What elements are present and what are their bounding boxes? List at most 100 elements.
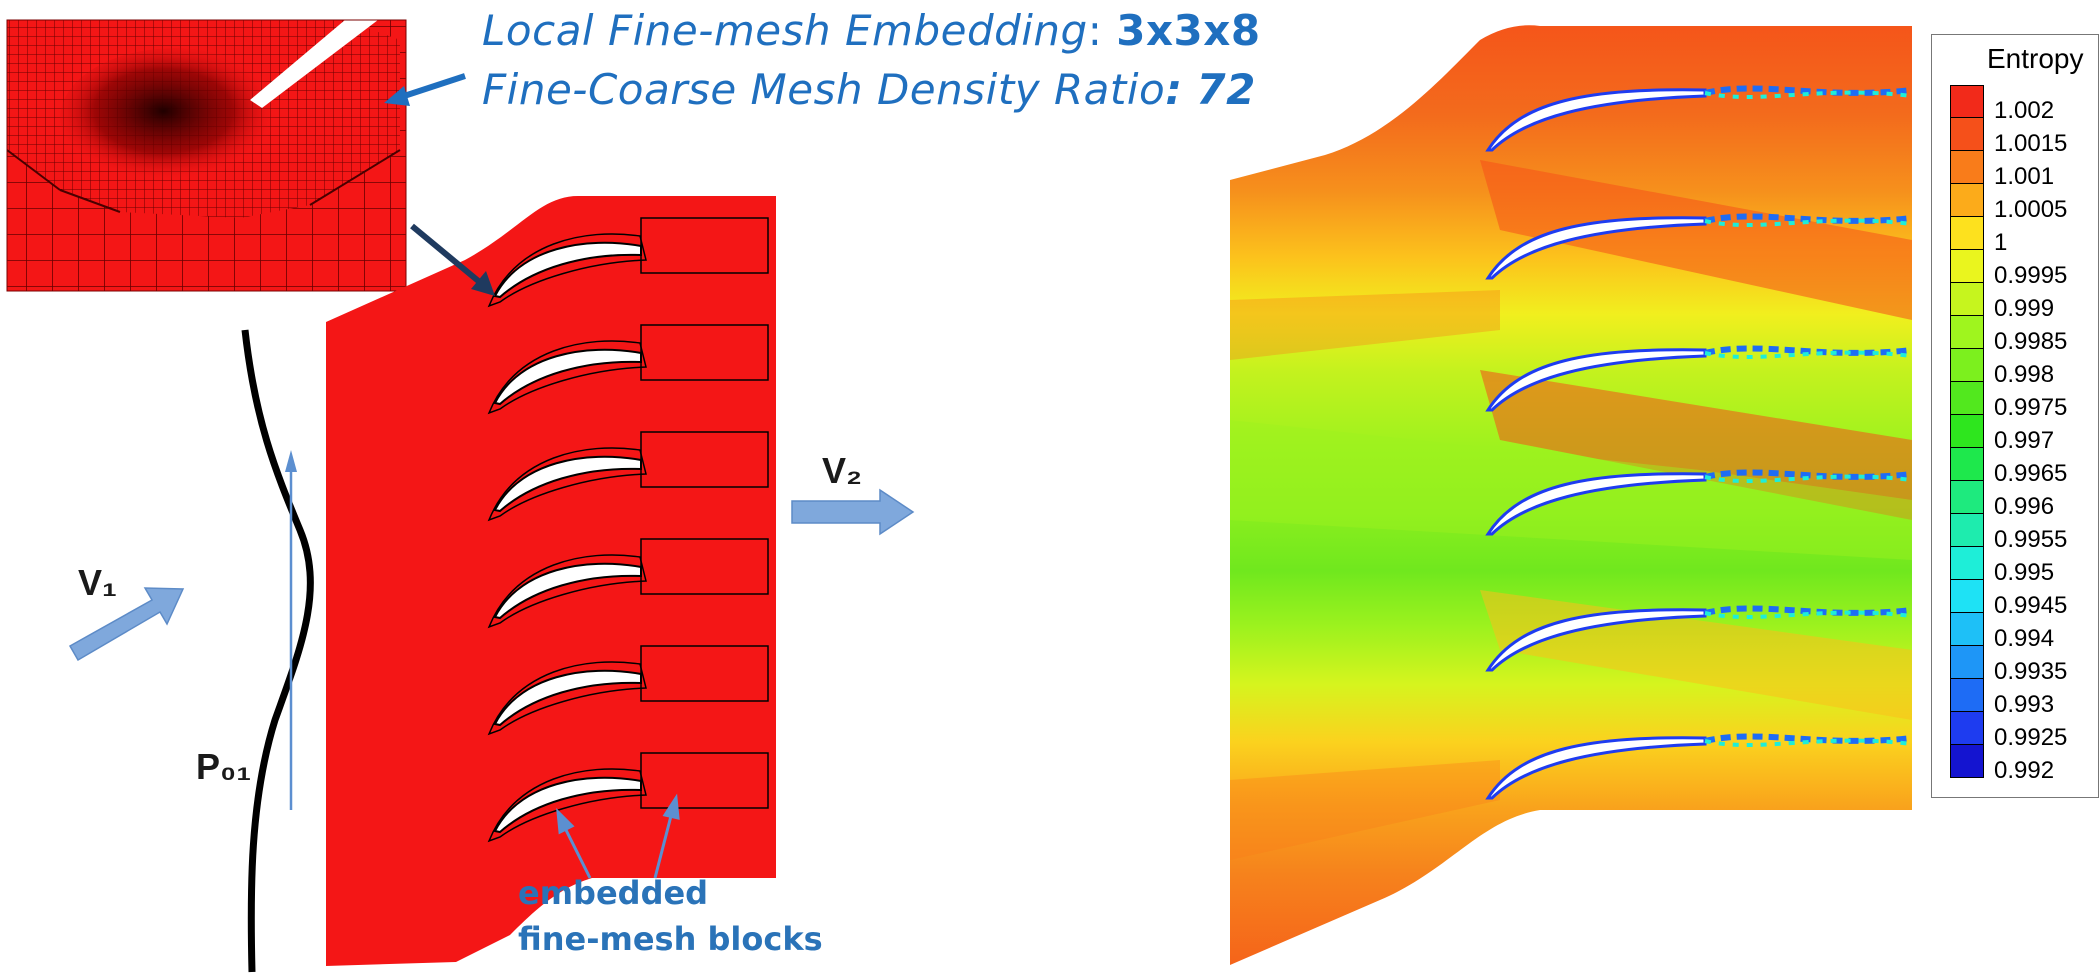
legend-swatch: [1950, 250, 1984, 283]
legend-entry: 0.9985: [1950, 316, 2090, 355]
legend-value-label: 1.0005: [1994, 196, 2068, 223]
zoom-pointer-arrow: [410, 223, 495, 296]
legend-entry: 1.001: [1950, 151, 2090, 190]
inset-pointer-arrow: [384, 73, 466, 106]
legend-swatch: [1950, 613, 1984, 646]
legend-swatch: [1950, 514, 1984, 547]
cfd-blade-2: [1485, 213, 1913, 280]
legend-entry: 0.9945: [1950, 580, 2090, 619]
legend-swatch: [1950, 547, 1984, 580]
mesh-inset-border: [6, 19, 407, 292]
outlet-velocity-label: V₂: [822, 450, 863, 491]
legend-swatch: [1950, 481, 1984, 514]
pitch-direction-arrowhead: [285, 450, 297, 472]
blade-1: [487, 217, 769, 308]
legend-value-label: 0.9925: [1994, 724, 2068, 751]
legend-entry: 0.994: [1950, 613, 2090, 652]
legend-swatch: [1950, 184, 1984, 217]
title-line-1-separator: :: [1087, 6, 1103, 55]
title-line-2-separator: :: [1165, 65, 1183, 114]
legend-swatch: [1950, 85, 1984, 118]
legend-entry: 0.995: [1950, 547, 2090, 586]
legend-value-label: 0.993: [1994, 691, 2055, 718]
legend-swatch: [1950, 646, 1984, 679]
legend-value-label: 0.9985: [1994, 328, 2068, 355]
legend-title: Entropy: [1987, 43, 2084, 74]
legend-entry: 1.002: [1950, 85, 2090, 124]
legend-swatch: [1950, 349, 1984, 382]
legend-value-label: 0.9975: [1994, 394, 2068, 421]
outlet-velocity-arrow: [791, 488, 915, 536]
title-line-1-label: Local Fine-mesh Embedding: [482, 6, 1088, 55]
legend-entry: 0.998: [1950, 349, 2090, 388]
legend-swatch: [1950, 415, 1984, 448]
legend-value-label: 0.999: [1994, 295, 2055, 322]
legend-value-label: 0.992: [1994, 757, 2055, 784]
legend-entry: 0.9965: [1950, 448, 2090, 487]
legend-entry: 1: [1950, 217, 2090, 256]
legend-entry: 0.9935: [1950, 646, 2090, 685]
legend-swatch: [1950, 679, 1984, 712]
legend-value-label: 0.998: [1994, 361, 2055, 388]
legend-entry: 0.9975: [1950, 382, 2090, 421]
inlet-velocity-label: V₁: [78, 562, 117, 603]
legend-value-label: 1.001: [1994, 163, 2055, 190]
legend-swatch: [1950, 316, 1984, 349]
inlet-velocity-arrow: [68, 587, 185, 662]
mesh-inset-zoom: [7, 20, 406, 291]
cfd-blades: [1485, 85, 1913, 800]
legend-entry: 0.9995: [1950, 250, 2090, 289]
legend-swatch: [1950, 151, 1984, 184]
legend-value-label: 0.997: [1994, 427, 2055, 454]
blade-6: [487, 752, 769, 843]
legend-value-label: 0.9955: [1994, 526, 2068, 553]
blade-3: [487, 431, 769, 522]
cfd-blade-3: [1485, 345, 1913, 412]
legend-value-label: 1.0015: [1994, 130, 2068, 157]
title-line-1-value: 3x3x8: [1116, 6, 1261, 55]
embedded-blocks-note-line-1: embedded: [518, 874, 709, 912]
legend-swatch: [1950, 118, 1984, 151]
legend-swatch: [1950, 745, 1984, 778]
legend-swatch: [1950, 712, 1984, 745]
cfd-blade-4: [1485, 469, 1913, 536]
legend-value-label: 0.9995: [1994, 262, 2068, 289]
legend-value-label: 0.995: [1994, 559, 2055, 586]
legend-value-label: 0.9945: [1994, 592, 2068, 619]
embedded-blocks-note-line-2: fine-mesh blocks: [518, 920, 823, 958]
cfd-blade-1: [1485, 85, 1913, 152]
title-line-1: Local Fine-mesh Embedding: 3x3x8: [482, 6, 1261, 55]
legend-entry: 1.0005: [1950, 184, 2090, 223]
legend-swatch: [1950, 217, 1984, 250]
inlet-pressure-profile-curve: [241, 329, 314, 973]
title-line-2-value: 72: [1196, 65, 1256, 114]
legend-value-label: 0.994: [1994, 625, 2055, 652]
entropy-contour-plot: [1230, 25, 1912, 966]
inlet-total-pressure-label: P₀₁: [196, 746, 252, 787]
legend-swatch: [1950, 580, 1984, 613]
legend-entry: 0.999: [1950, 283, 2090, 322]
blade-2: [487, 324, 769, 415]
blade-4: [487, 538, 769, 629]
legend-swatch: [1950, 448, 1984, 481]
title-line-2: Fine-Coarse Mesh Density Ratio: 72: [482, 65, 1256, 114]
legend-swatch: [1950, 283, 1984, 316]
legend-value-label: 1.002: [1994, 97, 2055, 124]
legend-value-label: 0.996: [1994, 493, 2055, 520]
legend-entry: 0.997: [1950, 415, 2090, 454]
legend-entry: 0.9955: [1950, 514, 2090, 553]
legend-entry: 0.993: [1950, 679, 2090, 718]
legend-value-label: 0.9935: [1994, 658, 2068, 685]
blade-row: [487, 217, 769, 843]
title-line-2-label: Fine-Coarse Mesh Density Ratio: [482, 65, 1166, 114]
cfd-blade-6: [1485, 733, 1913, 800]
legend-value-label: 0.9965: [1994, 460, 2068, 487]
legend-entry: 1.0015: [1950, 118, 2090, 157]
legend-entry: 0.9925: [1950, 712, 2090, 751]
legend-entry: 0.996: [1950, 481, 2090, 520]
cfd-blade-5: [1485, 605, 1913, 672]
blade-5: [487, 645, 769, 736]
